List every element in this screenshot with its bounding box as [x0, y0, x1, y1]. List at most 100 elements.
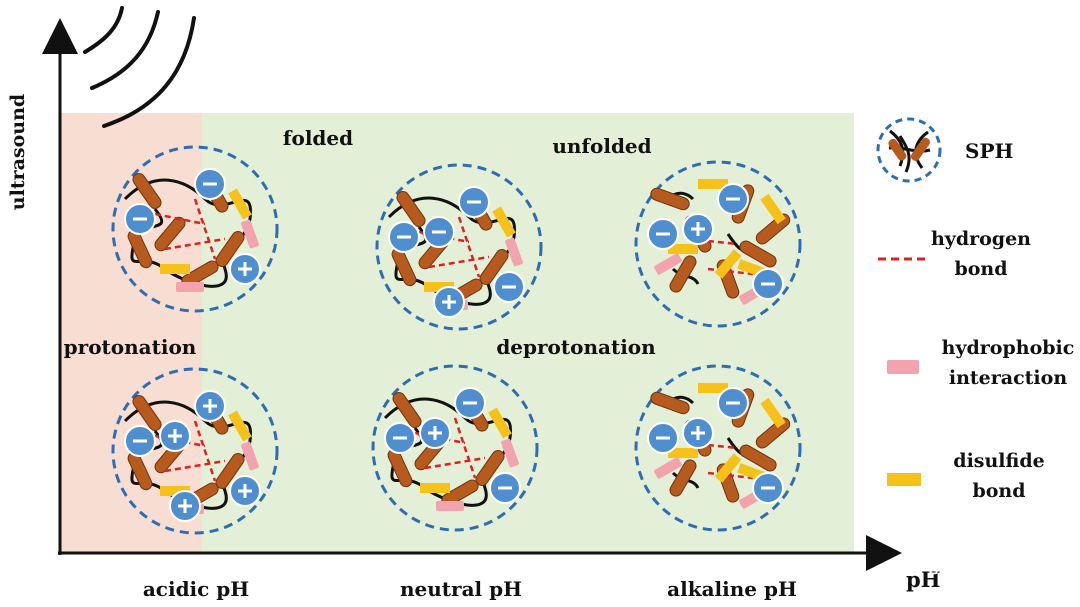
disulfide-bond	[714, 249, 742, 279]
positive-charge	[419, 417, 451, 449]
negative-charge	[647, 218, 679, 250]
positive-charge	[682, 417, 714, 449]
hydrogen-bond	[687, 441, 739, 450]
legend-hydrophobic-label-line2: interaction	[949, 367, 1067, 389]
zone-label-deprotonation: deprotonation	[496, 335, 656, 359]
sph-particle-acidic-bottom	[111, 367, 279, 535]
legend-disulfide-swatch	[887, 473, 921, 486]
legend-sph-icon	[876, 117, 942, 183]
protein-rod	[739, 240, 777, 268]
hydrogen-bond	[453, 417, 477, 479]
disulfide-bond	[760, 193, 786, 225]
sph-particle-neutral-bottom	[371, 364, 539, 532]
negative-charge	[458, 186, 490, 218]
negative-charge	[423, 216, 455, 248]
disulfide-bond	[668, 448, 698, 458]
disulfide-bond	[420, 483, 450, 493]
negative-charge	[647, 422, 679, 454]
protein-rod	[739, 444, 777, 472]
hydrogen-bond	[424, 456, 486, 470]
particle-boundary	[634, 364, 802, 532]
protein-rod	[154, 216, 186, 252]
x-axis-label: pH	[906, 567, 941, 592]
particle-boundary	[111, 145, 279, 313]
positive-charge	[682, 213, 714, 245]
disulfide-bond	[160, 486, 190, 496]
negative-charge	[489, 472, 521, 504]
legend-disulfide-label-line2: bond	[972, 480, 1025, 502]
disulfide-bond	[698, 383, 728, 393]
protein-rod	[132, 395, 162, 431]
negative-charge	[493, 271, 525, 303]
protein-rod	[215, 231, 245, 267]
hydrogen-bond	[193, 198, 217, 260]
negative-charge	[717, 183, 749, 215]
negative-charge	[384, 422, 416, 454]
disulfide-bond	[492, 206, 516, 238]
disulfide-bond	[668, 244, 698, 254]
positive-charge	[159, 420, 191, 452]
hydrophobic-interaction	[241, 441, 259, 471]
watermark: 知乎 @守望者	[900, 550, 1052, 578]
hydrogen-bond	[193, 420, 217, 482]
protein-rod	[396, 191, 426, 227]
disulfide-bond	[698, 179, 728, 189]
disulfide-bond	[714, 453, 742, 483]
positive-charge	[229, 253, 261, 285]
hydrophobic-interaction	[501, 438, 519, 468]
legend-hydrogen-bond-label-line2: bond	[954, 258, 1007, 280]
column-label-alkaline: alkaline pH	[667, 577, 797, 601]
disulfide-bond	[488, 407, 512, 439]
hydrogen-bond	[154, 212, 206, 226]
sph-particle-alkaline-bottom	[634, 364, 802, 532]
y-axis-label: ultrasound	[7, 94, 29, 210]
hydrogen-bond	[428, 255, 490, 269]
particle-boundary	[371, 364, 539, 532]
protein-rod	[479, 249, 509, 285]
hydrogen-bond	[707, 471, 754, 480]
hydrogen-bond	[164, 237, 226, 251]
ultrasound-wave-icon	[83, 6, 196, 128]
hydrogen-bond	[164, 459, 226, 473]
disulfide-bond	[760, 397, 786, 429]
positive-charge	[169, 490, 201, 522]
hydrophobic-interaction	[505, 237, 523, 267]
hydrophobic-interaction	[176, 282, 204, 292]
protein-rod	[650, 187, 690, 211]
legend-hydrogen-bond-label-line1: hydrogen	[931, 228, 1031, 250]
positive-charge	[229, 475, 261, 507]
column-label-neutral: neutral pH	[400, 577, 522, 601]
disulfide-bond	[228, 410, 252, 442]
protein-rod	[669, 459, 697, 497]
hydrogen-bond	[687, 237, 739, 246]
protein-rod	[215, 453, 245, 489]
protein-rod	[650, 391, 690, 415]
negative-charge	[752, 268, 784, 300]
column-label-acidic: acidic pH	[143, 577, 249, 601]
sph-particle-neutral-top	[375, 163, 543, 331]
negative-charge	[194, 168, 226, 200]
hydrophobic-interaction	[436, 501, 464, 511]
negative-charge	[388, 221, 420, 253]
particle-boundary	[111, 367, 279, 535]
legend-disulfide-label-line1: disulfide	[953, 450, 1044, 472]
protein-rod	[755, 213, 791, 245]
protein-rod	[755, 417, 791, 449]
negative-charge	[124, 425, 156, 457]
legend-hydrophobic-label-line1: hydrophobic	[942, 337, 1075, 359]
protein-rod	[669, 255, 697, 293]
hydrophobic-interaction	[654, 457, 682, 479]
negative-charge	[717, 387, 749, 419]
sph-particle-acidic-top	[111, 145, 279, 313]
legend-hydrophobic-swatch	[887, 360, 919, 374]
zone-label-folded: folded	[283, 126, 353, 150]
protein-rod	[132, 173, 162, 209]
sph-particle-alkaline-top	[634, 160, 802, 328]
hydrophobic-interaction	[654, 253, 682, 275]
protein-rod	[392, 392, 422, 428]
disulfide-bond	[424, 282, 454, 292]
particle-group	[111, 145, 802, 535]
legend-sph-label: SPH	[965, 139, 1013, 163]
particle-boundary	[375, 163, 543, 331]
